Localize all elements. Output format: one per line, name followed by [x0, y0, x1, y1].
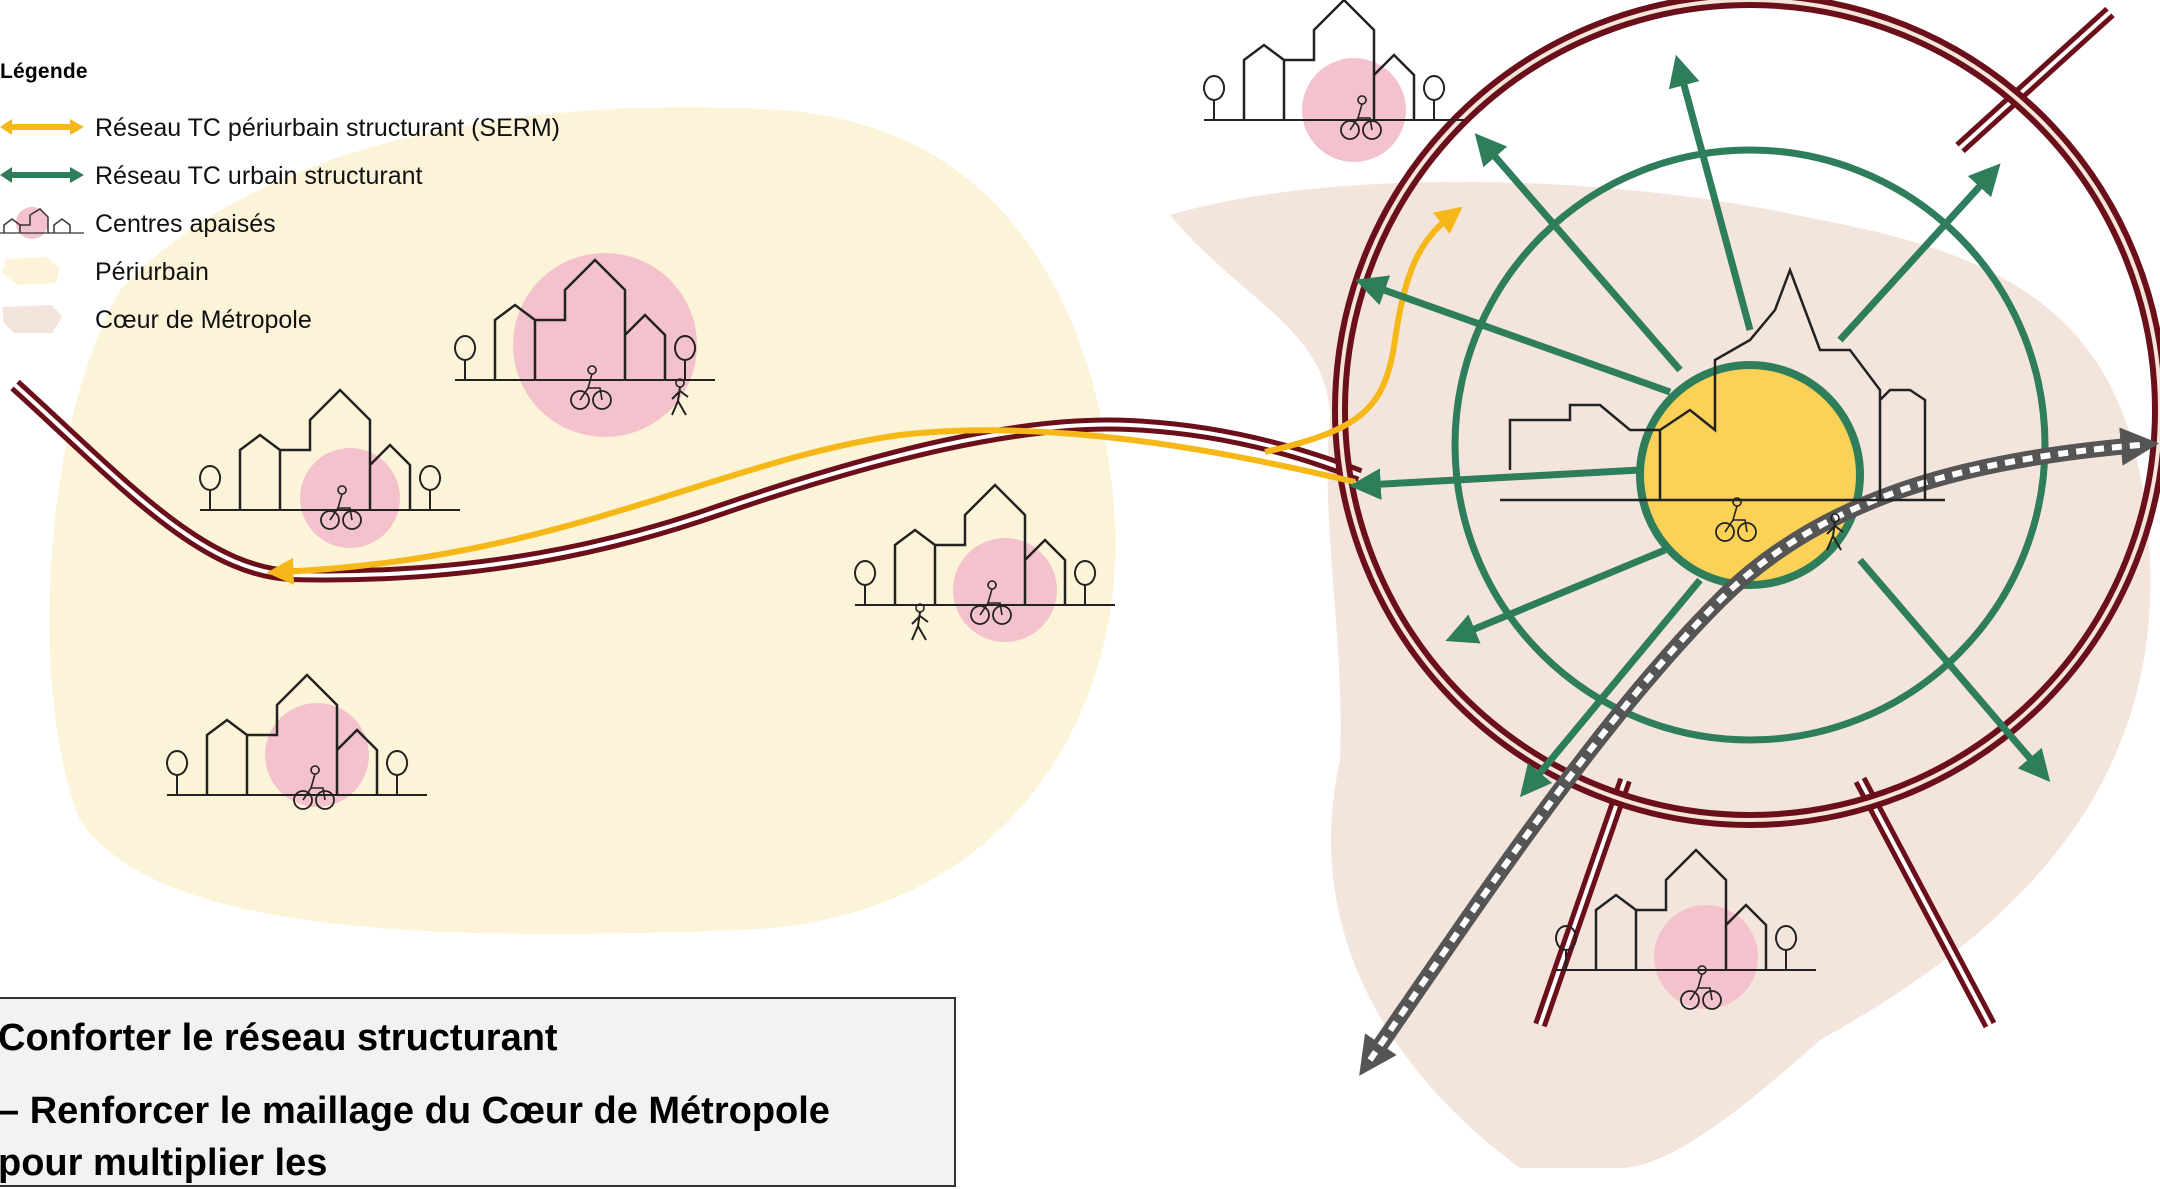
title-sub: – Renforcer le maillage du Cœur de Métro… — [0, 1090, 830, 1184]
legend-item-periurban: Périurbain — [0, 253, 640, 289]
legend-label-metropole: Cœur de Métropole — [95, 306, 312, 334]
legend-label-periurban: Périurbain — [95, 258, 209, 286]
metropole-swatch-icon — [2, 305, 62, 333]
rail-line — [1359, 427, 2160, 1076]
legend-item-serm: Réseau TC périurbain structurant (SERM) — [0, 109, 640, 145]
title-main: Conforter le réseau structurant — [0, 1017, 558, 1059]
green-arrow-icon — [0, 167, 84, 183]
legend-title: Légende — [0, 60, 88, 83]
yellow-arrow-icon — [0, 119, 84, 135]
calm-centers — [165, 0, 1818, 1010]
legend-item-urban-tc: Réseau TC urbain structurant — [0, 157, 640, 193]
legend-label-calm-centers: Centres apaisés — [95, 210, 276, 238]
serm-network — [266, 206, 1463, 585]
periurban-swatch-icon — [2, 257, 60, 285]
legend-item-metropole: Cœur de Métropole — [0, 301, 640, 337]
calm-center-icon — [0, 207, 84, 239]
legend-item-calm-centers: Centres apaisés — [0, 205, 640, 241]
central-town — [1500, 266, 1945, 502]
legend-label-serm: Réseau TC périurbain structurant (SERM) — [95, 114, 560, 142]
legend-label-urban-tc: Réseau TC urbain structurant — [95, 162, 423, 190]
title-box: Conforter le réseau structurant – Renfor… — [0, 997, 956, 1187]
